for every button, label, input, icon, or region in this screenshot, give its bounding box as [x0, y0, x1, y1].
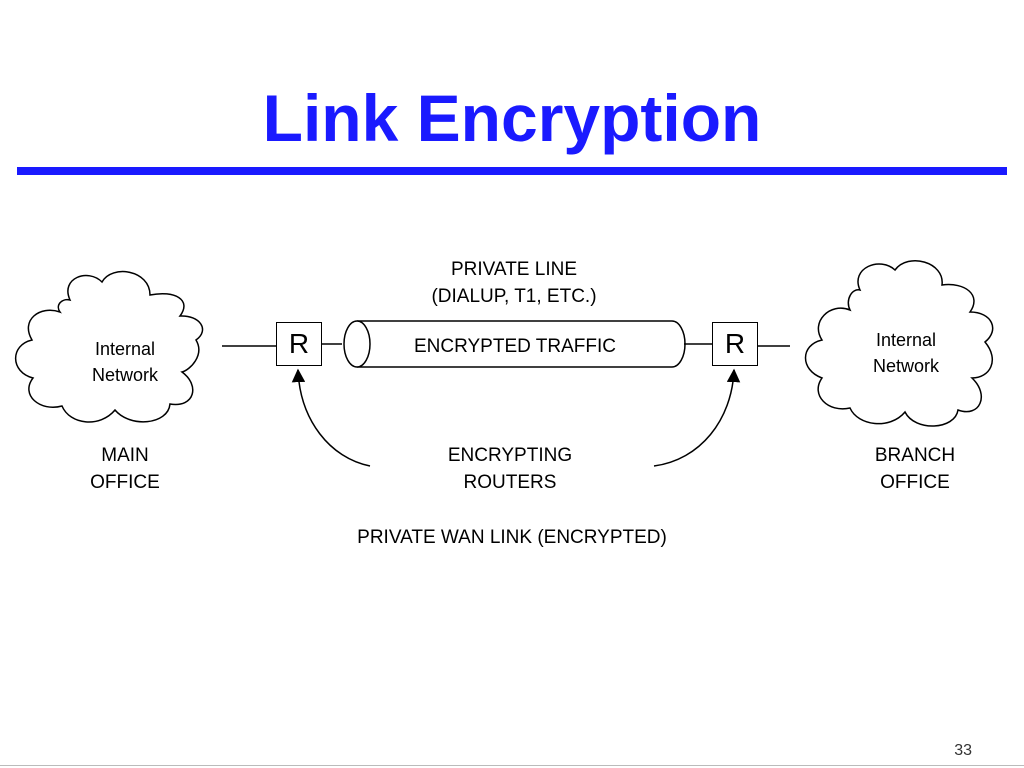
main-office-label-line2: OFFICE — [90, 472, 160, 493]
slide-title: Link Encryption — [262, 81, 762, 155]
left-cloud-label-line2: Network — [91, 365, 158, 385]
encrypting-routers-label: ENCRYPTING ROUTERS — [400, 442, 620, 496]
private-line-label-line2: (DIALUP, T1, ETC.) — [431, 286, 597, 307]
right-router-arrow — [653, 368, 741, 467]
left-cloud-label: Internal Network — [55, 336, 195, 388]
page-number: 33 — [954, 742, 972, 759]
left-cloud-label-line1: Internal — [94, 339, 156, 359]
right-router-box: R — [712, 322, 758, 366]
right-cloud-label-line2: Network — [872, 356, 939, 376]
footer-divider — [0, 765, 1024, 766]
right-cloud-label: Internal Network — [836, 327, 976, 379]
private-line-label-line1: PRIVATE LINE — [451, 259, 577, 280]
left-router-arrow — [291, 368, 371, 467]
right-cloud-shape — [804, 260, 994, 427]
encrypted-tunnel — [343, 320, 686, 368]
left-router-box: R — [276, 322, 322, 366]
encrypted-traffic-label: ENCRYPTED TRAFFIC — [414, 336, 616, 357]
main-office-label: MAIN OFFICE — [55, 442, 195, 496]
encrypting-routers-label-line2: ROUTERS — [463, 472, 557, 493]
wan-link-caption: PRIVATE WAN LINK (ENCRYPTED) — [357, 527, 667, 548]
encrypting-routers-label-line1: ENCRYPTING — [447, 445, 573, 466]
right-cloud-label-line1: Internal — [875, 330, 937, 350]
branch-office-label: BRANCH OFFICE — [845, 442, 985, 496]
left-cloud-shape — [15, 270, 204, 423]
branch-office-label-line2: OFFICE — [880, 472, 950, 493]
title-underline — [17, 167, 1007, 175]
private-line-label: PRIVATE LINE (DIALUP, T1, ETC.) — [374, 256, 654, 310]
main-office-label-line1: MAIN — [101, 445, 149, 466]
branch-office-label-line1: BRANCH — [874, 445, 956, 466]
